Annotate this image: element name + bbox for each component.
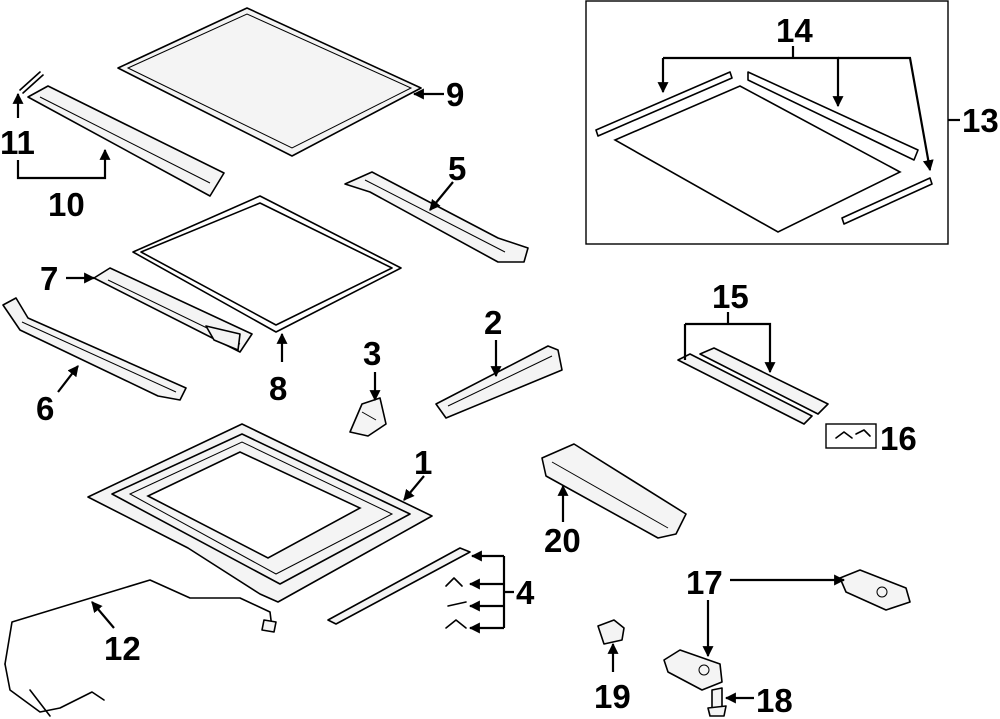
part-4-weatherstrip [327,547,471,625]
leader-4-bracket [502,556,514,628]
part-3-bracket [349,397,387,437]
callout-12: 12 [104,630,141,667]
part-6-side-rail [2,297,187,401]
callout-13: 13 [962,102,999,139]
leader-12 [91,601,115,629]
callout-4: 4 [516,574,535,611]
inset-frame [585,0,949,245]
callout-2: 2 [484,304,502,341]
part-15-rails [677,347,829,425]
part-5-rear-bracket [344,171,529,263]
callout-10: 10 [48,186,85,223]
callout-1: 1 [414,444,432,481]
part-17-motor-lower [663,649,723,691]
part-7-front-deflector [93,267,253,353]
callout-8: 8 [269,370,287,407]
callout-18: 18 [756,682,793,719]
part-20-sunshade-roller [541,443,687,539]
part-11-trim-strip [19,71,44,94]
part-14-moldings [595,71,933,225]
part-2-guide-rail [435,345,563,419]
callout-20: 20 [544,522,581,559]
leader-15 [683,322,770,372]
leader-10 [16,148,111,180]
callout-17: 17 [686,564,723,601]
part-4-clips [445,577,467,629]
part-16-clips [825,423,877,449]
part-10-sunshade [27,85,225,197]
part-1-frame [87,423,433,603]
callout-5: 5 [448,150,466,187]
callout-19: 19 [594,678,631,715]
part-12-drain-hose [4,579,277,717]
callout-7: 7 [40,260,58,297]
leader-14c [838,56,934,172]
part-13-glass-assembly [613,85,902,233]
callout-11: 11 [0,124,35,161]
part-9-glass-panel [117,7,422,157]
part-18-bolt [707,687,727,717]
callout-3: 3 [363,335,381,372]
part-8-seal [132,195,402,333]
part-17-motor [839,569,911,611]
callout-14: 14 [776,12,813,49]
part-19-switch [597,619,625,645]
callout-6: 6 [36,390,54,427]
callout-15: 15 [712,278,749,315]
leader-1 [403,475,425,501]
callout-9: 9 [446,76,464,113]
callout-16: 16 [880,420,917,457]
leader-5 [429,181,454,211]
leader-6 [57,365,79,393]
